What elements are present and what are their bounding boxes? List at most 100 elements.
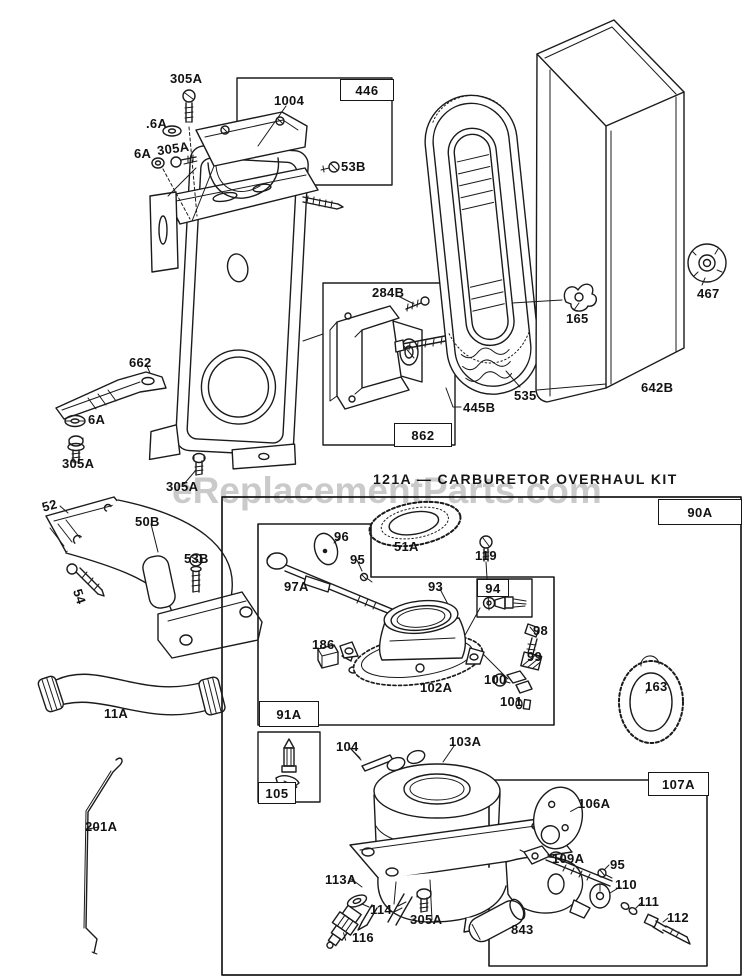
air-cleaner-cover xyxy=(535,19,685,403)
clip-165 xyxy=(511,283,598,312)
part-label-93: 93 xyxy=(428,579,444,594)
hose-11A xyxy=(37,673,226,716)
gasket-51A xyxy=(368,500,462,548)
part-label-90A: 90A xyxy=(658,499,742,525)
part-label-111: 111 xyxy=(638,894,660,909)
part-label-101: 101 xyxy=(500,694,523,709)
bolt-305A-left xyxy=(151,154,198,220)
part-label-662: 662 xyxy=(129,355,152,370)
part-label-6A: 6A xyxy=(88,412,106,427)
part-label-467: 467 xyxy=(697,286,720,301)
watermark: eReplacementParts.com xyxy=(172,470,602,511)
box-862 xyxy=(302,282,458,446)
part-label-53B: 53B xyxy=(184,551,209,566)
washer-114 xyxy=(346,894,370,908)
needle-113A xyxy=(349,877,378,931)
part-label-1004: 1004 xyxy=(274,93,305,108)
carb-upper-body-102A xyxy=(339,599,509,687)
part-label-99: 99 xyxy=(527,649,543,664)
air-filter-element xyxy=(424,94,540,395)
part-label-102A: 102A xyxy=(420,680,453,695)
fuel-tank-panel xyxy=(148,145,309,470)
part-label-305A: 305A xyxy=(410,912,443,927)
leader-50B xyxy=(150,523,159,553)
part-label-100: 100 xyxy=(484,672,507,687)
part-label-11A: 11A xyxy=(104,706,129,721)
box-91A xyxy=(257,523,555,726)
leader-103A xyxy=(442,745,455,763)
part-label-201A: 201A xyxy=(85,819,118,834)
box-90A xyxy=(221,496,742,976)
rod-201A xyxy=(83,757,123,955)
part-label-96: 96 xyxy=(334,529,350,544)
choke-disc-96 xyxy=(313,532,341,566)
screw-98 xyxy=(524,623,540,655)
leader-52 xyxy=(59,505,69,514)
kit-title: 121A — CARBURETOR OVERHAUL KIT xyxy=(373,471,678,487)
long-screw-tank xyxy=(302,195,344,210)
part-label-446: 446 xyxy=(340,79,394,101)
part-label-113A: 113A xyxy=(325,872,357,887)
intake-elbow xyxy=(45,496,263,659)
part-label-98: 98 xyxy=(533,623,549,638)
screw-305A-top xyxy=(182,89,198,217)
part-label-105: 105 xyxy=(258,782,296,804)
part-label-94: 94 xyxy=(477,579,509,597)
part-label-642B: 642B xyxy=(641,380,674,395)
parts-101 xyxy=(515,698,532,711)
part-label-110: 110 xyxy=(615,877,637,892)
part-label-535: 535 xyxy=(514,388,537,403)
leader-305A-bottom xyxy=(183,469,197,485)
oring-163 xyxy=(618,655,684,744)
part-label-114: 114 xyxy=(370,902,392,917)
part-label-107A: 107A xyxy=(648,772,709,796)
part-label-104: 104 xyxy=(336,739,359,754)
leader-1004 xyxy=(257,105,287,147)
screw-284B xyxy=(405,296,430,312)
leader-535 xyxy=(505,370,521,388)
part-label-116: 116 xyxy=(352,930,374,945)
screw-53B-elbow xyxy=(189,553,203,593)
part-label-103A: 103A xyxy=(449,734,482,749)
screw-95-throttle xyxy=(597,864,613,879)
part-label-165: 165 xyxy=(566,311,589,326)
leader-104 xyxy=(349,747,361,759)
leader-445B xyxy=(445,387,462,408)
disc-110 xyxy=(589,883,621,909)
screw-95-choke xyxy=(356,559,373,583)
part-label-163: 163 xyxy=(645,679,668,694)
part-label-186: 186 xyxy=(312,637,335,652)
washer-6A-bottom xyxy=(64,414,86,428)
leader-662 xyxy=(145,363,151,374)
parts-100 xyxy=(493,670,533,694)
part-label-305A: 305A xyxy=(166,479,199,494)
screw-305A-bottom-left xyxy=(67,435,85,463)
bracket-284B xyxy=(329,305,423,410)
part-label-97A: 97A xyxy=(284,579,309,594)
part-label-305A: 305A xyxy=(62,456,95,471)
part-label-445B: 445B xyxy=(463,400,496,415)
part-label-305A: 305A xyxy=(170,71,203,86)
bowl-nut-116 xyxy=(326,904,362,949)
needle-valve-112 xyxy=(643,913,691,945)
knob-467 xyxy=(687,243,727,286)
strap-662 xyxy=(55,371,167,420)
part-843 xyxy=(468,898,526,943)
throttle-plate-106A xyxy=(532,786,584,850)
beads-111 xyxy=(620,902,642,915)
screw-53B-tank xyxy=(320,161,340,173)
screw-54 xyxy=(66,563,105,597)
part-label-119: 119 xyxy=(475,548,497,563)
part-label-53B: 53B xyxy=(341,159,366,174)
part-label-52: 52 xyxy=(40,496,59,515)
part-label-6A: 6A xyxy=(134,146,152,161)
bracket-1004 xyxy=(149,111,319,273)
part-label-91A: 91A xyxy=(259,701,319,727)
part-label-843: 843 xyxy=(511,922,534,937)
part-label-6A: .6A xyxy=(146,116,168,131)
part-label-112: 112 xyxy=(667,910,689,925)
spring-99 xyxy=(520,651,543,671)
part-label-106A: 106A xyxy=(578,796,611,811)
